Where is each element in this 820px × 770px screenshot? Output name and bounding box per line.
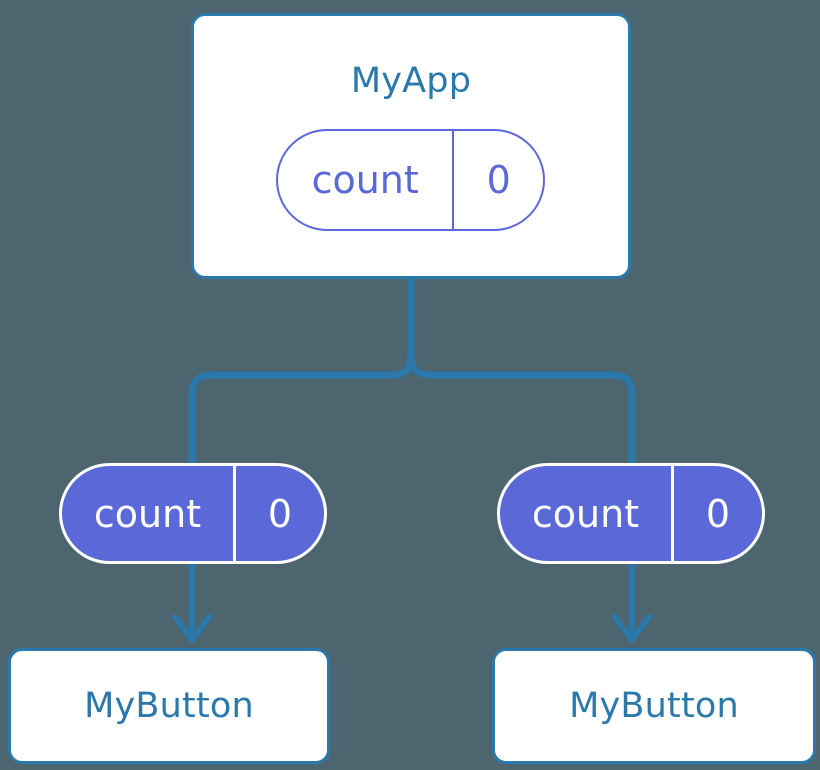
state-value-root: 0 (486, 158, 511, 202)
state-key-left: count (62, 466, 237, 561)
state-key-right: count (500, 466, 675, 561)
state-value-left: 0 (267, 491, 293, 536)
component-box-mybutton-right[interactable]: MyButton (492, 648, 816, 764)
connector-right-branch (407, 351, 636, 470)
connector-left-branch (188, 351, 415, 470)
state-key-root: count (278, 131, 455, 229)
state-pill-left[interactable]: count 0 (59, 463, 327, 564)
arrowhead-left-icon (172, 614, 212, 643)
component-label-mybutton-right: MyButton (569, 685, 739, 726)
component-label-mybutton-left: MyButton (84, 685, 254, 726)
component-label-myapp: MyApp (350, 61, 472, 101)
state-pill-root[interactable]: count 0 (276, 129, 545, 231)
component-box-mybutton-left[interactable]: MyButton (8, 648, 330, 764)
state-value-right: 0 (705, 491, 731, 536)
arrowhead-right-icon (612, 614, 652, 643)
state-pill-right[interactable]: count 0 (497, 463, 765, 564)
